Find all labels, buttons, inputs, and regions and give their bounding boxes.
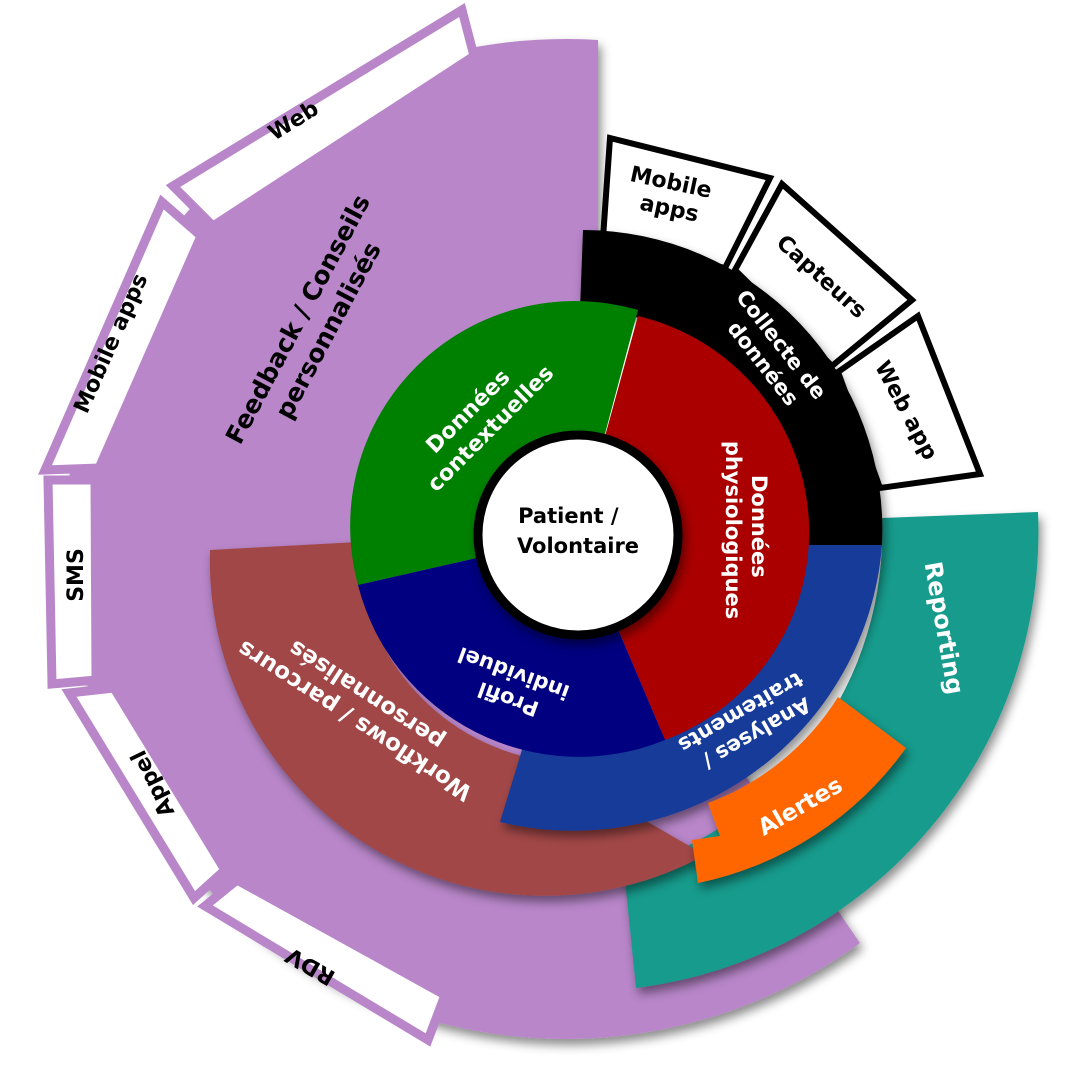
channel-sms-label: SMS	[64, 548, 89, 602]
collect-channels	[599, 134, 985, 492]
physiological-data-label: Données physiologiques	[721, 441, 771, 619]
channel-rdv-tab[interactable]	[197, 874, 451, 1047]
center-circle[interactable]	[473, 430, 683, 640]
collecte-segment[interactable]	[580, 230, 883, 545]
channel-web-tab[interactable]	[165, 3, 480, 232]
channel-appel-tab[interactable]	[61, 683, 231, 905]
channel-mobile-apps-tab[interactable]	[38, 194, 207, 475]
alertes-segment[interactable]	[692, 697, 906, 883]
collect-webapp-tab[interactable]	[834, 311, 985, 492]
collect-mobile-apps-label: Mobile apps	[622, 162, 721, 231]
center-label: Patient / Volontaire	[517, 504, 639, 558]
feedback-channels	[38, 3, 480, 1047]
channel-sms-tab[interactable]	[43, 475, 101, 689]
physiological-data-segment[interactable]	[578, 316, 810, 740]
